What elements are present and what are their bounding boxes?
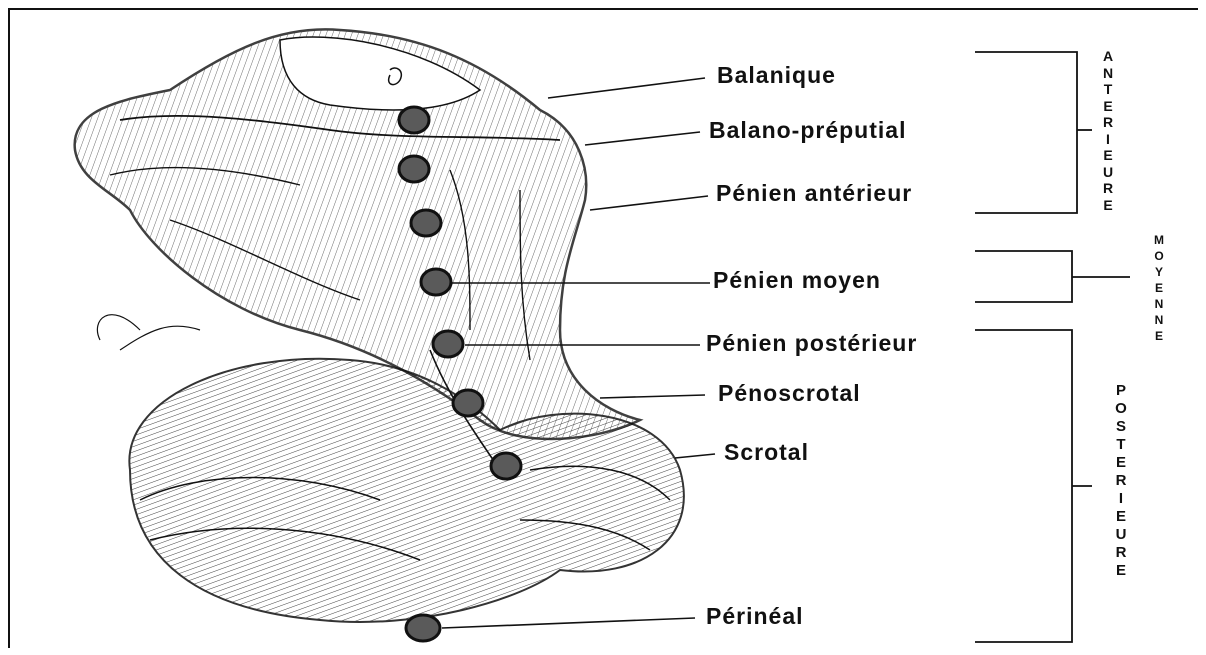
bracket-anterieure: [975, 52, 1077, 213]
marker-penien-anterieur: [411, 210, 441, 236]
label-scrotal: Scrotal: [724, 439, 809, 466]
leader-scrotal: [675, 454, 715, 458]
marker-penien-posterieur: [433, 331, 463, 357]
bracket-posterieure: [975, 330, 1072, 642]
marker-balano-preputial: [399, 156, 429, 182]
marker-penoscrotal: [453, 390, 483, 416]
marker-scrotal: [491, 453, 521, 479]
leader-balano-preputial: [585, 132, 700, 145]
label-penien-anterieur: Pénien antérieur: [716, 180, 912, 207]
label-penoscrotal: Pénoscrotal: [718, 380, 861, 407]
leader-penien-anterieur: [590, 196, 708, 210]
marker-penien-moyen: [421, 269, 451, 295]
label-balanique: Balanique: [717, 62, 836, 89]
leader-penoscrotal: [600, 395, 705, 398]
bracket-moyenne: [975, 251, 1072, 302]
label-balano-preputial: Balano-préputial: [709, 117, 906, 144]
leader-balanique: [548, 78, 705, 98]
label-penien-moyen: Pénien moyen: [713, 267, 881, 294]
leader-perineal: [442, 618, 695, 628]
label-perineal: Périnéal: [706, 603, 804, 630]
marker-balanique: [399, 107, 429, 133]
marker-perineal: [406, 615, 440, 641]
label-penien-posterieur: Pénien postérieur: [706, 330, 917, 357]
